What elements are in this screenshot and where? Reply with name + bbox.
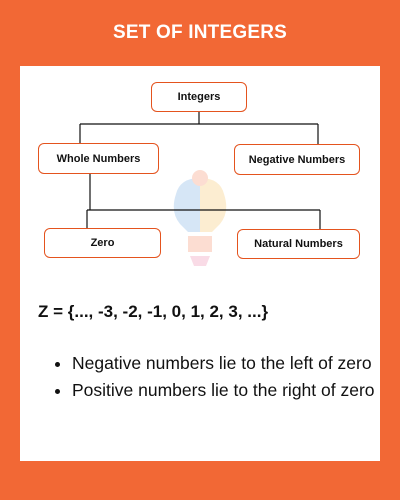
tree-connectors	[79, 112, 321, 229]
node-integers: Integers	[151, 82, 247, 112]
node-natural-numbers: Natural Numbers	[237, 229, 360, 259]
node-negative-numbers: Negative Numbers	[234, 144, 360, 175]
content-panel: Integers Whole Numbers Negative Numbers …	[20, 66, 380, 461]
node-zero-label: Zero	[90, 237, 115, 249]
integer-set-equation: Z = {..., -3, -2, -1, 0, 1, 2, 3, ...}	[38, 302, 269, 321]
header-banner: SET OF INTEGERS	[0, 0, 400, 66]
node-integers-label: Integers	[177, 91, 221, 103]
node-natural-numbers-label: Natural Numbers	[254, 238, 343, 250]
lightbulb-puzzle-icon	[173, 170, 227, 266]
node-zero: Zero	[44, 228, 161, 258]
node-negative-numbers-label: Negative Numbers	[248, 153, 346, 166]
list-item: Positive numbers lie to the right of zer…	[72, 379, 388, 402]
node-whole-numbers: Whole Numbers	[38, 143, 159, 174]
facts-list: Negative numbers lie to the left of zero…	[54, 352, 388, 406]
node-whole-numbers-label: Whole Numbers	[56, 152, 141, 165]
page-title: SET OF INTEGERS	[112, 22, 288, 43]
list-item: Negative numbers lie to the left of zero	[72, 352, 388, 375]
